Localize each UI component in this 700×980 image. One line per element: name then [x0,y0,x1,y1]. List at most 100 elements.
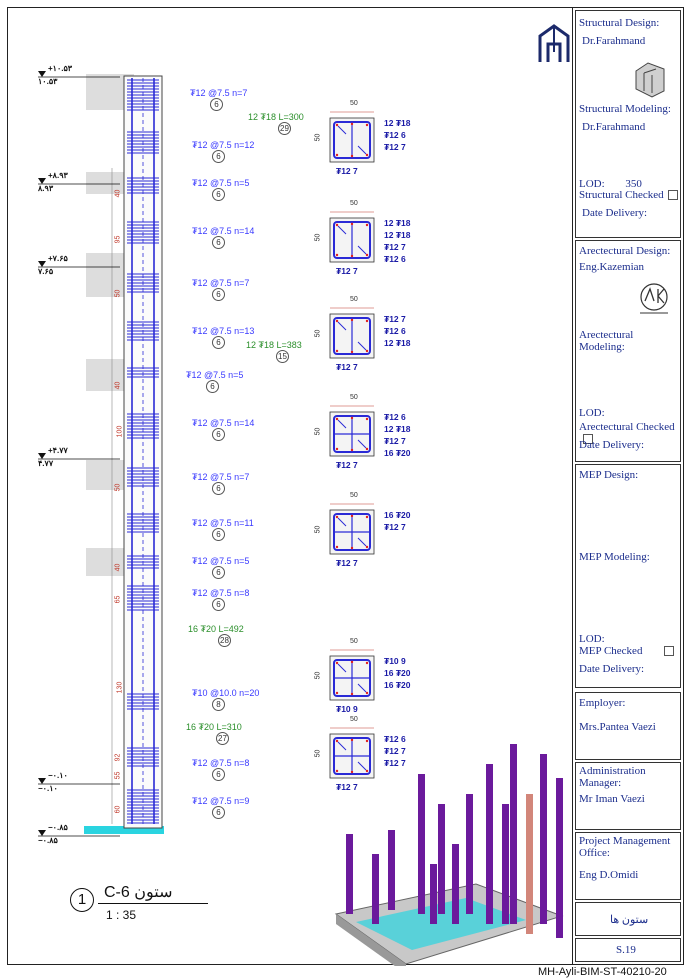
rebar-spec: 12 ₮18 L=300 [248,112,304,122]
rebar-spec: ₮12 @7.5 n=5 [192,556,250,566]
rebar-spec: ₮12 @7.5 n=8 [192,758,250,768]
segment-dimension: 50 [114,483,122,492]
employer-section: Employer: Mrs.Pantea Vaezi [575,692,681,760]
rebar-mark: 6 [212,482,225,495]
segment-dimension: 92 [114,753,122,762]
section-dimension: 50 [350,638,358,645]
section-dimension: 50 [314,671,322,680]
company-logo [538,24,570,62]
architect-seal [640,283,668,314]
segment-dimension: 40 [114,189,122,198]
structural-modeling-name: Dr.Farahmand [582,121,646,133]
level-label-bottom: −۰.۱۰ [38,784,58,793]
arch-design-name: Eng.Kazemian [579,261,645,273]
section-rebar-label: 16 ₮20 [384,510,411,520]
drawing-title: C-6 ستون [104,884,173,901]
admin-label: Administration Manager: [579,765,646,789]
rebar-mark: 6 [212,566,225,579]
arch-modeling-label: Arectectural Modeling: [579,329,634,353]
3d-column [452,844,459,924]
mep-design-label: MEP Design: [579,469,639,481]
level-label-top: +۱۰.۵۳ [48,64,73,73]
admin-section: Administration Manager: Mr Iman Vaezi [575,762,681,830]
rebar-mark: 6 [212,528,225,541]
3d-columns [346,744,563,938]
section-dimension: 50 [314,427,322,436]
mep-section: MEP Design: MEP Modeling: LOD: MEP Check… [575,464,681,688]
level-label-bottom: −۰.۸۵ [38,836,58,845]
3d-column [556,778,563,938]
arch-checked-checkbox[interactable] [583,434,593,445]
rebar-spec: ₮12 @7.5 n=12 [192,140,255,150]
structural-design-label: Structural Design: [579,17,660,29]
mep-checked-checkbox[interactable] [664,646,675,657]
section-bottom-label: ₮12 7 [336,460,358,470]
section-bottom-label: ₮12 7 [336,362,358,372]
3d-column [486,764,493,924]
mep-modeling-label: MEP Modeling: [579,551,650,563]
section-rebar-label: 16 ₮20 [384,668,411,678]
section-rebar-label: ₮12 7 [384,314,406,324]
rebar-mark: 6 [212,188,225,201]
rebar-mark: 6 [212,150,225,163]
section-dimension: 50 [350,100,358,107]
foundation-band [84,826,164,834]
stirrup-groups [127,79,159,824]
structural-checked-checkbox[interactable] [667,190,678,201]
rebar-mark: 6 [212,336,225,349]
rebar-mark: 6 [212,236,225,249]
rebar-mark: 6 [212,428,225,441]
segment-dimension: 60 [114,805,122,814]
sheet-name-section: ستون ها [575,902,681,936]
3d-column [388,830,395,910]
segment-dimension: 65 [114,595,122,604]
section-rebar-label: ₮12 7 [384,142,406,152]
section-drawing [329,211,375,263]
drawing-code: MH-Ayli-BIM-ST-40210-20 [538,966,667,978]
segment-dimension: 95 [114,235,122,244]
rebar-spec: ₮12 @7.5 n=13 [192,326,255,336]
rebar-mark: 6 [206,380,219,393]
lod-label: LOD: [579,178,605,190]
structural-modeling-label: Structural Modeling: [579,103,671,115]
section-drawing [329,649,375,701]
structural-section: Structural Design: Dr.Farahmand Structur… [575,10,681,238]
rebar-spec: ₮12 @7.5 n=14 [192,226,255,236]
mep-date-delivery-label: Date Delivery: [579,663,645,675]
sheet-number-section: S.19 [575,938,681,962]
section-dimension: 50 [350,492,358,499]
section-rebar-label: ₮12 6 [384,412,406,422]
section-rebar-label: ₮10 9 [384,656,406,666]
rebar-mark: 8 [212,698,225,711]
rebar-spec: ₮12 @7.5 n=5 [186,370,244,380]
pmo-label: Project Management Office: [579,835,671,859]
level-triangles [38,71,46,836]
3d-column [418,774,425,914]
section-rebar-label: 16 ₮20 [384,680,411,690]
title-block: Structural Design: Dr.Farahmand Structur… [572,8,684,964]
drawing-number: 1 [70,888,94,912]
section-drawing [329,503,375,555]
arch-checked-row: Arectectural Checked [579,421,680,445]
structural-design-name: Dr.Farahmand [582,35,646,47]
rebar-mark: 6 [212,598,225,611]
date-delivery-label: Date Delivery: [582,207,648,219]
section-bottom-label: ₮12 7 [336,166,358,176]
